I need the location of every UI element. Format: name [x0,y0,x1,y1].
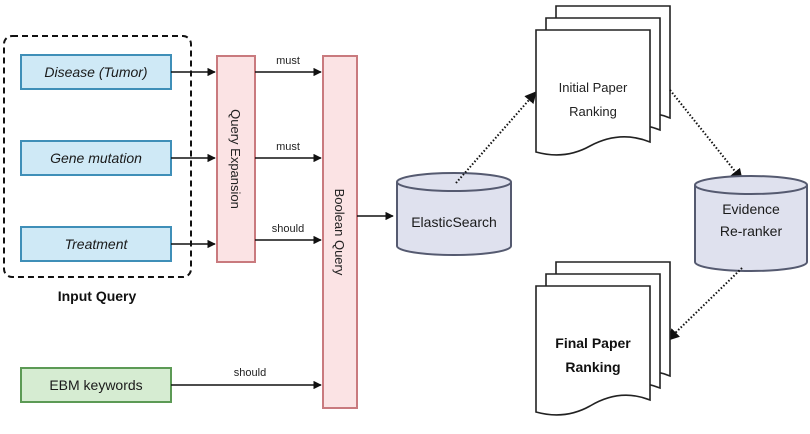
edge-label-must-1: must [276,55,300,67]
elasticsearch-db: ElasticSearch [396,172,512,256]
reranker-line1: Evidence [722,201,780,217]
final-ranking-line1: Final Paper [555,335,631,351]
query-expansion-node: Query Expansion [216,55,256,263]
edge-label-must-2: must [276,141,300,153]
edge-es-to-initial [455,91,537,184]
evidence-reranker-db: Evidence Re-ranker [694,175,808,272]
treatment-node: Treatment [20,226,172,262]
input-query-group [3,35,192,278]
disease-label: Disease (Tumor) [44,64,147,80]
query-expansion-label: Query Expansion [228,109,243,209]
initial-ranking-docs: Initial Paper Ranking [535,5,671,156]
boolean-query-node: Boolean Query [322,55,358,409]
initial-ranking-line2: Ranking [569,104,617,119]
edge-initial-to-reranker [669,89,743,181]
ebm-keywords-label: EBM keywords [49,377,142,393]
treatment-label: Treatment [65,236,129,252]
boolean-query-label: Boolean Query [332,189,347,276]
gene-mutation-node: Gene mutation [20,140,172,176]
disease-node: Disease (Tumor) [20,54,172,90]
edge-reranker-to-final [667,267,743,341]
reranker-line2: Re-ranker [720,223,783,239]
final-ranking-line2: Ranking [565,359,620,375]
gene-mutation-label: Gene mutation [50,150,142,166]
final-ranking-docs: Final Paper Ranking [535,261,671,416]
edge-label-should-2: should [234,367,266,379]
ebm-keywords-node: EBM keywords [20,367,172,403]
input-query-label: Input Query [58,288,137,304]
initial-ranking-line1: Initial Paper [559,80,628,95]
elasticsearch-label: ElasticSearch [411,214,497,230]
edge-label-should-1: should [272,223,304,235]
